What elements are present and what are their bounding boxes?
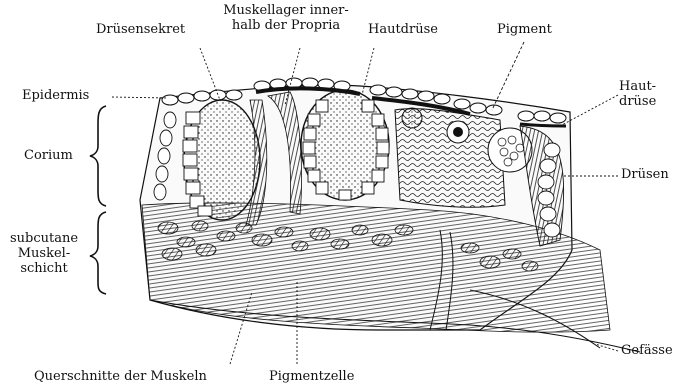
corium-brace <box>90 106 106 206</box>
label-pigmentzelle: Pigmentzelle <box>269 369 354 384</box>
muscle-layer-brace <box>90 212 106 294</box>
label-subcutane-line3: schicht <box>4 261 84 276</box>
label-hautdruese-right: Haut- drüse <box>619 79 656 109</box>
label-subcutane-line2: Muskel- <box>4 246 84 261</box>
left-gland <box>183 100 267 225</box>
label-epidermis: Epidermis <box>22 88 89 103</box>
label-hautdruese-right-line2: drüse <box>619 94 656 109</box>
leader-pigment <box>492 42 524 110</box>
label-druesensekret: Drüsensekret <box>96 22 185 37</box>
label-subcutane-line1: subcutane <box>4 231 84 246</box>
label-druesen: Drüsen <box>621 167 669 182</box>
label-hautdruese-top: Hautdrüse <box>368 22 438 37</box>
label-hautdruese-right-line1: Haut- <box>619 79 656 94</box>
label-muskellager-line2: halb der Propria <box>211 18 361 33</box>
layer-braces <box>90 106 106 294</box>
label-querschnitte: Querschnitte der Muskeln <box>34 369 207 384</box>
label-muskellager: Muskellager inner- halb der Propria <box>211 3 361 33</box>
label-subcutane-muskelschicht: subcutane Muskel- schicht <box>4 231 84 276</box>
label-muskellager-line1: Muskellager inner- <box>211 3 361 18</box>
label-corium: Corium <box>24 148 73 163</box>
label-pigment: Pigment <box>497 22 552 37</box>
label-gefaesse: Gefässe <box>621 343 673 358</box>
